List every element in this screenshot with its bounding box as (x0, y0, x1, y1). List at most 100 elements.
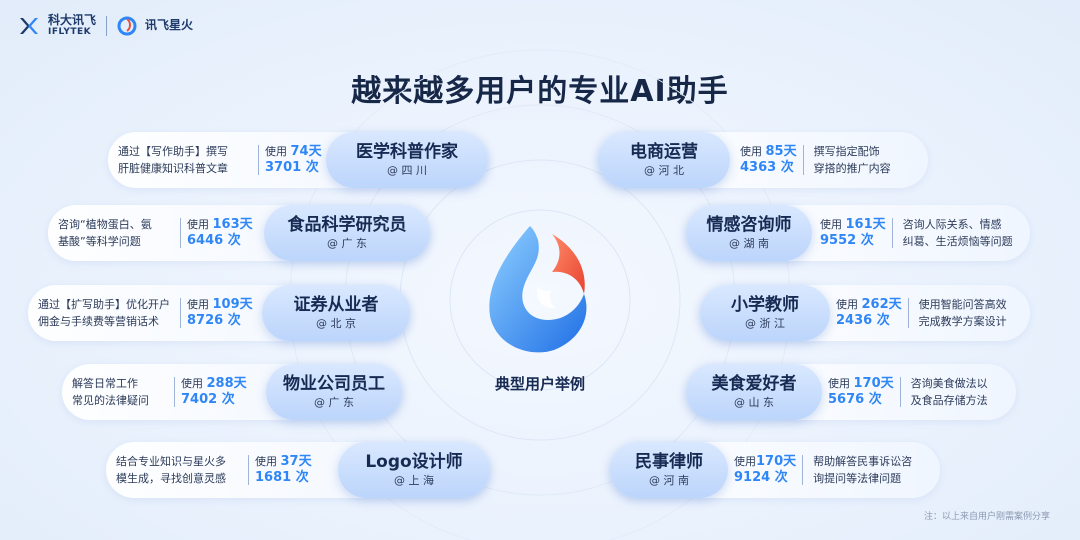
usage-count: 7402 次 (181, 392, 235, 407)
user-card-logo-designer: 结合专业知识与星火多 模生成，寻找创意灵感 使用 37天 1681 次 Logo… (106, 442, 490, 498)
role-name: 电商运营 (630, 141, 698, 162)
usage-days: 262天 (861, 297, 902, 312)
usage-stats: 使用 161天 9552 次 (812, 217, 892, 249)
use-prefix: 使用 (181, 377, 203, 390)
usage-stats: 使用170天 9124 次 (728, 454, 802, 486)
card-divider (180, 298, 181, 328)
role-pill: 美食爱好者 @ 山 东 (686, 364, 822, 420)
use-prefix: 使用 (828, 377, 850, 390)
card-desc-line: 纠葛、生活烦恼等问题 (902, 235, 1013, 248)
usage-count: 4363 次 (740, 160, 794, 175)
company-name-cn: 科大讯飞 (48, 13, 97, 27)
usage-stats: 使用 85天 4363 次 (730, 144, 803, 176)
usage-count: 2436 次 (836, 313, 890, 328)
role-location: @ 上 海 (394, 473, 434, 487)
card-desc-line: 结合专业知识与星火多 (116, 455, 226, 468)
role-location: @ 河 北 (644, 163, 684, 177)
card-desc: 帮助解答民事诉讼咨 询提问等法律问题 (803, 453, 922, 487)
usage-count: 9552 次 (820, 233, 874, 248)
card-desc-line: 穿搭的推广内容 (813, 162, 891, 175)
role-pill: 物业公司员工 @ 广 东 (266, 364, 402, 420)
usage-count: 5676 次 (828, 392, 882, 407)
use-prefix: 使用 (255, 455, 277, 468)
usage-days: 288天 (206, 376, 247, 391)
user-card-ecommerce: 电商运营 @ 河 北 使用 85天 4363 次 撰写指定配饰 穿搭的推广内容 (598, 132, 928, 188)
card-desc-line: 完成教学方案设计 (918, 315, 1007, 328)
user-card-food-scientist: 咨询“植物蛋白、氨 基酸”等科学问题 使用 163天 6446 次 食品科学研究… (48, 205, 430, 261)
card-divider (899, 377, 901, 407)
role-name: 医学科普作家 (356, 141, 458, 162)
user-card-teacher: 小学教师 @ 浙 江 使用 262天 2436 次 使用智能问答高效 完成教学方… (700, 285, 1030, 341)
use-prefix: 使用 (734, 455, 756, 468)
usage-stats: 使用 74天 3701 次 (259, 144, 328, 176)
usage-days: 170天 (853, 376, 894, 391)
card-desc-line: 咨询“植物蛋白、氨 (58, 218, 152, 231)
role-name: 民事律师 (635, 451, 703, 472)
role-pill: 民事律师 @ 河 南 (610, 442, 728, 498)
role-name: 证券从业者 (293, 294, 379, 315)
role-name: 物业公司员工 (283, 373, 385, 394)
role-location: @ 广 东 (314, 395, 354, 409)
role-pill: 电商运营 @ 河 北 (598, 132, 730, 188)
card-divider (891, 218, 893, 248)
user-card-securities: 通过【扩写助手】优化开户 佣金与手续费等营销话术 使用 109天 8726 次 … (28, 285, 410, 341)
spark-flame-icon (489, 226, 587, 353)
use-prefix: 使用 (187, 218, 209, 231)
role-pill: 证券从业者 @ 北 京 (262, 285, 410, 341)
brand-header: 科大讯飞 IFLYTEK 讯飞星火 (18, 14, 193, 37)
card-desc-line: 模生成，寻找创意灵感 (116, 472, 226, 485)
usage-days: 85天 (765, 144, 797, 159)
usage-days: 161天 (845, 217, 886, 232)
role-pill: 医学科普作家 @ 四 川 (326, 132, 488, 188)
role-name: 食品科学研究员 (287, 214, 407, 235)
user-card-medical-writer: 通过【写作助手】撰写 肝脏健康知识科普文章 使用 74天 3701 次 医学科普… (108, 132, 488, 188)
card-desc-line: 肝脏健康知识科普文章 (118, 162, 228, 175)
product-name: 讯飞星火 (145, 18, 194, 32)
card-desc: 咨询美食做法以 及食品存储方法 (901, 375, 998, 409)
role-location: @ 广 东 (327, 236, 367, 250)
usage-days: 163天 (212, 217, 253, 232)
card-desc-line: 常见的法律疑问 (72, 394, 149, 407)
usage-days: 109天 (212, 297, 253, 312)
card-desc-line: 帮助解答民事诉讼咨 (813, 455, 913, 468)
usage-stats: 使用 37天 1681 次 (249, 454, 318, 486)
usage-stats: 使用 163天 6446 次 (181, 217, 259, 249)
role-name: 美食爱好者 (711, 373, 797, 394)
role-pill: 小学教师 @ 浙 江 (700, 285, 830, 341)
usage-days: 37天 (280, 454, 312, 469)
role-name: 情感咨询师 (706, 214, 792, 235)
card-desc-line: 通过【扩写助手】优化开户 (38, 298, 170, 311)
center-label: 典型用户举例 (494, 375, 585, 393)
use-prefix: 使用 (820, 218, 842, 231)
usage-stats: 使用 109天 8726 次 (181, 297, 259, 329)
role-name: 小学教师 (731, 294, 799, 315)
usage-days: 170天 (756, 454, 797, 469)
card-desc-line: 佣金与手续费等营销话术 (38, 315, 159, 328)
usage-count: 3701 次 (265, 160, 319, 175)
card-desc-line: 解答日常工作 (72, 377, 138, 390)
usage-count: 8726 次 (187, 313, 241, 328)
spark-logo-icon (117, 16, 137, 36)
card-desc-line: 询提问等法律问题 (813, 472, 902, 485)
card-divider (907, 298, 909, 328)
user-card-lawyer: 民事律师 @ 河 南 使用170天 9124 次 帮助解答民事诉讼咨 询提问等法… (610, 442, 940, 498)
footnote: 注：以上来自用户刚需案例分享 (923, 512, 1050, 522)
card-divider (802, 455, 804, 485)
card-desc: 使用智能问答高效 完成教学方案设计 (909, 296, 1017, 330)
card-desc-line: 撰写指定配饰 (813, 145, 880, 158)
card-divider (174, 377, 175, 407)
card-desc-line: 基酸”等科学问题 (58, 235, 141, 248)
role-location: @ 四 川 (387, 163, 427, 177)
iflytek-logo-icon (18, 15, 40, 37)
card-divider (248, 455, 249, 485)
role-location: @ 北 京 (316, 316, 356, 330)
use-prefix: 使用 (187, 298, 209, 311)
card-desc-line: 咨询美食做法以 (910, 377, 988, 390)
page-title: 越来越多用户的专业AI助手 (351, 74, 729, 109)
card-desc: 撰写指定配饰 穿搭的推广内容 (804, 143, 901, 177)
usage-stats: 使用 288天 7402 次 (175, 376, 253, 408)
card-desc-line: 通过【写作助手】撰写 (118, 145, 228, 158)
card-divider (258, 145, 259, 175)
use-prefix: 使用 (836, 298, 858, 311)
user-card-foodie: 美食爱好者 @ 山 东 使用 170天 5676 次 咨询美食做法以 及食品存储… (686, 364, 1016, 420)
